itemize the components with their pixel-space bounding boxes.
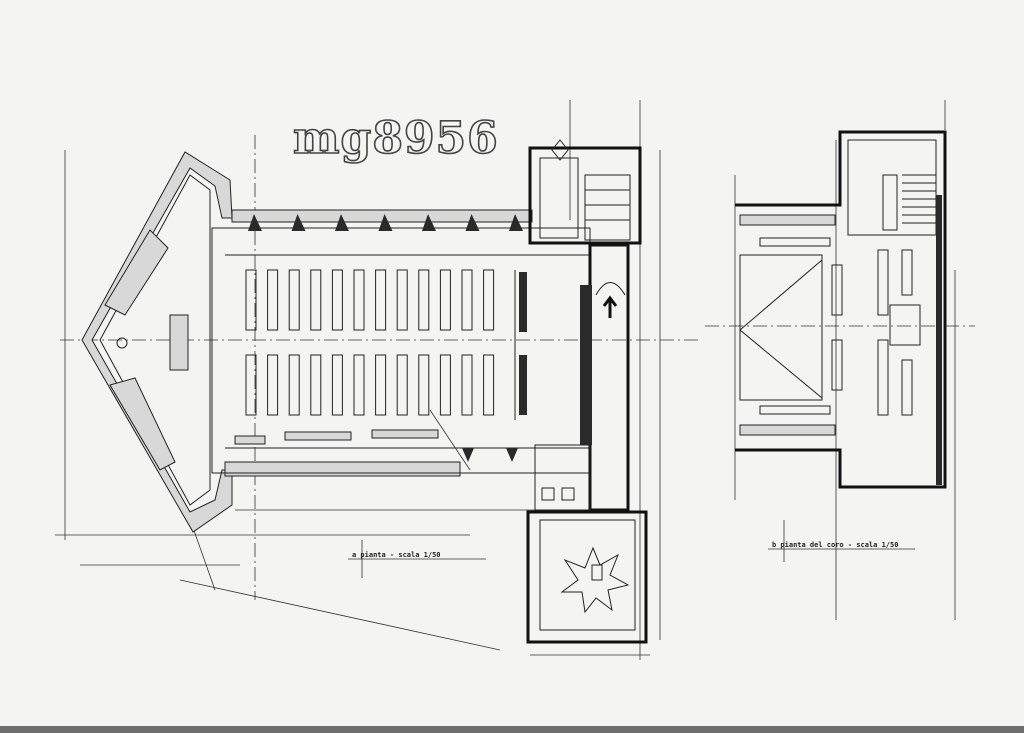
scan-edge <box>0 726 1024 733</box>
garden-court <box>526 510 648 644</box>
confessional <box>519 355 527 415</box>
pew <box>396 269 408 331</box>
pew <box>439 354 451 416</box>
buttress <box>465 214 480 231</box>
pew <box>267 354 279 416</box>
confessional <box>519 272 527 332</box>
garden-plant-icon <box>560 546 630 614</box>
pew <box>310 354 322 416</box>
main-church-plan: a pianta - scala 1/50 <box>81 139 648 644</box>
entrance-doors <box>580 285 592 445</box>
caption-choir-plan: b pianta del coro - scala 1/50 <box>772 541 898 549</box>
pew <box>288 354 300 416</box>
pew <box>418 354 430 416</box>
pew <box>483 269 495 331</box>
buttress <box>335 214 349 231</box>
pew <box>461 354 473 416</box>
sacristy-block <box>528 146 642 245</box>
pew <box>245 354 257 416</box>
choir-bench-top <box>104 229 169 316</box>
caption-main-plan: a pianta - scala 1/50 <box>352 551 441 559</box>
font-icon <box>116 337 128 349</box>
altar <box>169 314 189 371</box>
buttress <box>509 214 523 231</box>
pew <box>331 269 343 331</box>
choir-plan: b pianta del coro - scala 1/50 <box>735 130 947 562</box>
pew <box>439 269 451 331</box>
pew <box>310 269 322 331</box>
buttress <box>422 214 436 231</box>
nave-north-wall <box>231 209 533 223</box>
nave-south-wall <box>224 461 461 477</box>
buttress <box>291 214 306 231</box>
pew <box>353 269 365 331</box>
choir-void <box>739 254 823 401</box>
buttress <box>248 214 262 231</box>
pew <box>331 354 343 416</box>
pew <box>483 354 495 416</box>
pew <box>375 354 387 416</box>
buttress <box>462 448 474 462</box>
pew <box>267 269 279 331</box>
pew <box>353 354 365 416</box>
buttress <box>506 448 518 462</box>
stair-bottom <box>109 377 176 471</box>
pew <box>418 269 430 331</box>
pew <box>396 354 408 416</box>
pew <box>461 269 473 331</box>
pew <box>288 269 300 331</box>
buttress <box>378 214 393 231</box>
choir-wall <box>936 195 942 485</box>
entrance-wall <box>588 243 630 512</box>
drawing-code: mg8956 <box>293 113 499 164</box>
pew <box>245 269 257 331</box>
pew <box>375 269 387 331</box>
entrance-arrow-icon <box>602 295 618 318</box>
